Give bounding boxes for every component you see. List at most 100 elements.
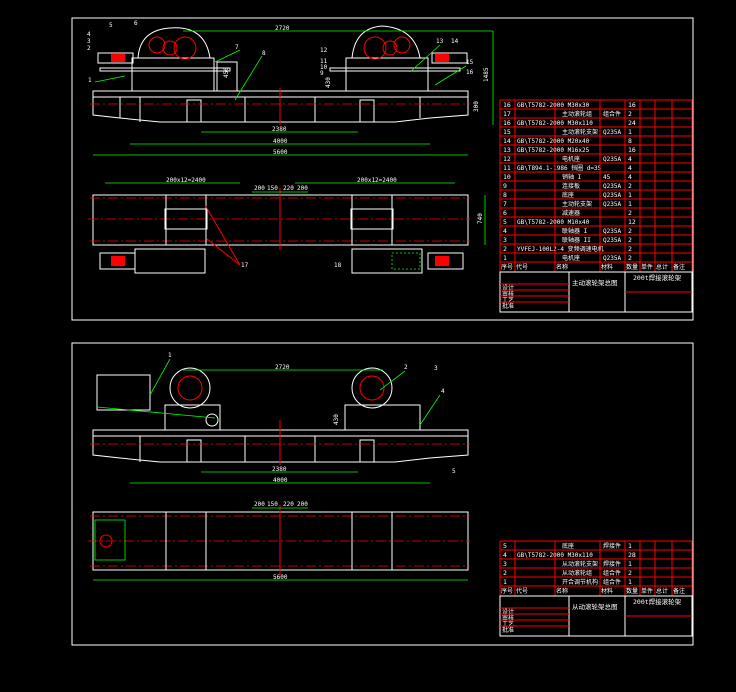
bom-qty: 4 — [628, 173, 632, 181]
balloon-12: 12 — [320, 47, 328, 54]
balloon-4: 4 — [87, 31, 91, 38]
bom-no: 1 — [503, 578, 507, 586]
bom-name: 电机座 — [562, 155, 580, 163]
dim2-150: 150 — [267, 501, 278, 508]
dim2-5600: 5600 — [273, 574, 288, 581]
bom-no: 9 — [503, 182, 507, 190]
bom-qty: 8 — [628, 137, 632, 145]
bom-qty: 16 — [628, 101, 636, 109]
bom-header-cell: 材料 — [601, 263, 613, 271]
balloon-5: 5 — [109, 22, 113, 29]
dim2-2380: 2380 — [272, 466, 287, 473]
drawing-title: 从动滚轮架总图 — [572, 602, 618, 611]
bom-header-cell: 代号 — [516, 587, 528, 595]
balloon-18: 18 — [334, 262, 342, 269]
bom-qty: 4 — [628, 155, 632, 163]
dim2-200a: 200 — [254, 501, 265, 508]
bom-header-cell: 材料 — [601, 587, 613, 595]
bom-no: 6 — [503, 209, 507, 217]
bom-header-cell: 总计 — [656, 263, 668, 271]
bom-material: Q235A — [603, 192, 621, 199]
bom-no: 2 — [503, 245, 507, 253]
bom-name: 主动滚轮支架 — [562, 128, 598, 136]
project-name: 200t焊接滚轮架 — [633, 597, 682, 606]
dim-2380: 2380 — [272, 126, 287, 133]
bom-name: 从动滚轮组 — [562, 569, 592, 577]
bom-header-cell: 代号 — [516, 263, 528, 271]
sheet-2-border — [71, 342, 694, 646]
balloon-6: 6 — [134, 20, 138, 27]
bom-name: 联轴器 II — [562, 236, 591, 244]
bom-qty: 1 — [628, 542, 632, 550]
balloon2-1: 1 — [168, 352, 172, 359]
bom-name: 电机座 — [562, 254, 580, 262]
bom-row: 13 GB\T5782-2000 M16x25 16 — [500, 146, 692, 155]
sign-label: 设计 — [502, 608, 514, 616]
top-view-2: 200 150 220 200 5600 — [88, 501, 470, 581]
balloon2-3: 3 — [434, 365, 438, 372]
bom-header-cell: 数量 — [626, 587, 638, 595]
sign-label: 批准 — [502, 626, 514, 634]
bom-name: 连接板 — [562, 182, 580, 190]
balloon2-2: 2 — [404, 364, 408, 371]
dim-740: 740 — [477, 213, 484, 224]
dim-150: 150 — [267, 185, 278, 192]
balloon2-5: 5 — [452, 468, 456, 475]
bom-qty: 2 — [628, 182, 632, 190]
dim-pitch-right: 200x12=2400 — [357, 177, 397, 184]
front-view-1: 2720 1485 450 430 300 2380 4000 5600 1 2… — [87, 20, 494, 156]
bom-qty: 16 — [628, 146, 636, 154]
bom-no: 3 — [503, 560, 507, 568]
bom-qty: 1 — [628, 560, 632, 568]
bom-material: 45 — [603, 174, 611, 181]
bom-no: 17 — [503, 110, 511, 118]
bom-material: Q235A — [603, 228, 621, 235]
bom-header-cell: 备注 — [673, 587, 685, 595]
balloon-2: 2 — [87, 45, 91, 52]
bom-header-cell: 单件 — [641, 587, 653, 595]
dim-430: 430 — [325, 77, 332, 88]
bom-no: 13 — [503, 146, 511, 154]
bom-no: 4 — [503, 551, 507, 559]
bom-no: 10 — [503, 173, 511, 181]
balloon-14: 14 — [451, 38, 459, 45]
bom-header-cell: 备注 — [673, 263, 685, 271]
dim-2720: 2720 — [275, 25, 290, 32]
bom-name: 开合调节机构 — [562, 578, 598, 586]
dim-1485: 1485 — [483, 67, 490, 82]
bom-qty: 2 — [628, 569, 632, 577]
balloon-17: 17 — [241, 262, 249, 269]
bom-material: Q235A — [603, 237, 621, 244]
bom-header-cell: 序号 — [501, 587, 513, 595]
bom-name: 底座 — [562, 542, 574, 550]
front-view-2: 2720 430 2380 4000 1 2 3 4 5 — [90, 352, 470, 484]
bom-qty: 1 — [628, 578, 632, 586]
balloon-13: 13 — [436, 38, 444, 45]
bom-material: 组合件 — [603, 578, 621, 586]
sign-label: 工艺 — [502, 296, 514, 304]
balloon-11: 11 — [320, 58, 328, 65]
bom-material: 组合件 — [603, 110, 621, 118]
dim2-4000: 4000 — [273, 477, 288, 484]
dim-200b: 200 — [297, 185, 308, 192]
balloon-10: 10 — [320, 64, 328, 71]
bom-name: 底座 — [562, 191, 574, 199]
bom-name: 主动滚轮组 — [562, 110, 592, 118]
bom-no: 12 — [503, 155, 511, 163]
dim-300: 300 — [473, 101, 480, 112]
bom-code: GB\T5782-2000 M16x25 — [517, 147, 590, 154]
bom-name: 联轴器 I — [562, 227, 588, 235]
bom-material: Q235A — [603, 156, 621, 163]
balloon-16: 16 — [466, 69, 474, 76]
